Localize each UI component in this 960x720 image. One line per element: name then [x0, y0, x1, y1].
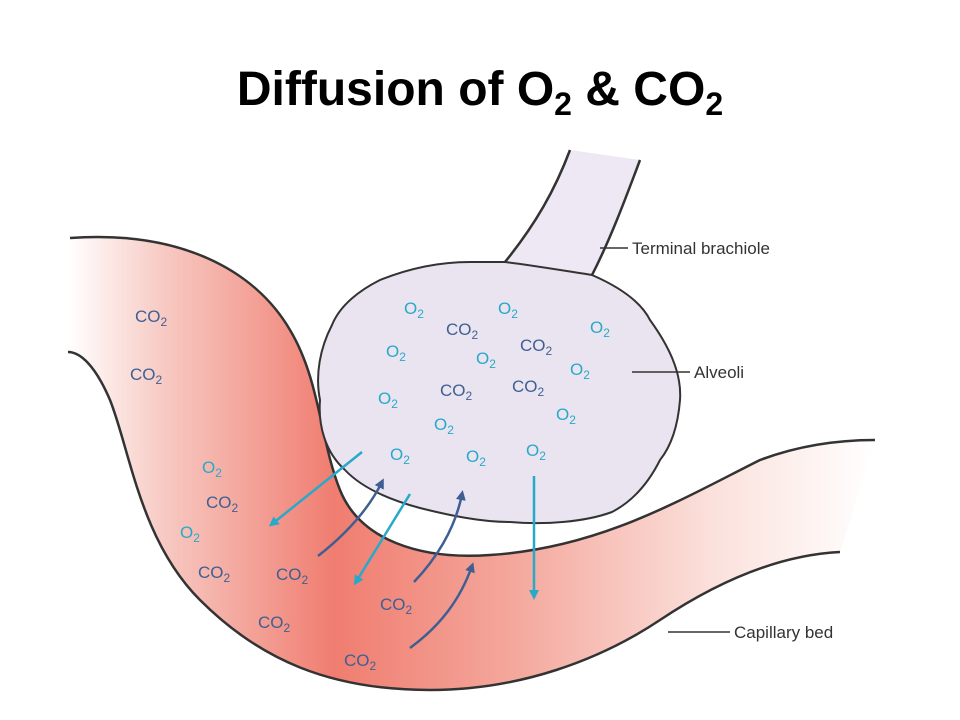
- co2-molecule-25: CO2: [258, 613, 291, 635]
- alveoli-label: Alveoli: [694, 363, 744, 382]
- o2-molecule-15: O2: [434, 415, 454, 437]
- alveolus: [317, 261, 682, 525]
- co2-arrow-1: [317, 478, 384, 557]
- o2-molecule-7: O2: [386, 342, 406, 364]
- capillary-bed-label: Capillary bed: [734, 623, 833, 642]
- bronchiole-left-edge: [504, 149, 572, 263]
- co2-molecule-5: CO2: [446, 320, 479, 342]
- co2-arrow-3: [409, 562, 475, 650]
- o2-molecule-6: O2: [590, 318, 610, 340]
- title-sub-2: 2: [705, 86, 724, 122]
- o2-molecule-14: O2: [556, 405, 576, 427]
- co2-molecule-9: CO2: [520, 336, 553, 358]
- capillary-bed: [68, 236, 875, 691]
- co2-molecule-22: CO2: [198, 563, 231, 585]
- o2-molecule-17: O2: [466, 447, 486, 469]
- o2-molecule-16: O2: [390, 445, 410, 467]
- o2-molecule-4: O2: [498, 299, 518, 321]
- o2-molecule-18: O2: [526, 441, 546, 463]
- o2-arrow-1: [268, 451, 363, 527]
- title-mid: & CO: [571, 63, 706, 116]
- co2-molecule-23: CO2: [276, 565, 309, 587]
- terminal-brachiole-label: Terminal brachiole: [632, 239, 770, 258]
- o2-molecule-13: O2: [378, 389, 398, 411]
- title-sub-1: 2: [554, 86, 572, 122]
- capillary-bottom-edge: [67, 350, 841, 692]
- co2-molecule-20: CO2: [206, 493, 239, 515]
- co2-arrow-2: [413, 490, 466, 583]
- terminal-bronchiole-tube: [470, 150, 640, 290]
- co2-molecule-26: CO2: [344, 651, 377, 673]
- co2-molecule-24: CO2: [380, 595, 413, 617]
- o2-arrow-2: [353, 493, 412, 586]
- o2-molecule-8: O2: [476, 349, 496, 371]
- o2-molecule-3: O2: [404, 299, 424, 321]
- co2-molecule-1: CO2: [135, 307, 168, 329]
- co2-molecule-12: CO2: [512, 377, 545, 399]
- o2-molecule-19: O2: [202, 458, 222, 480]
- page-title: Diffusion of O2 & CO2: [0, 62, 960, 123]
- o2-molecule-21: O2: [180, 523, 200, 545]
- co2-molecule-11: CO2: [440, 381, 473, 403]
- o2-molecule-10: O2: [570, 360, 590, 382]
- bronchiole-right-edge: [590, 159, 642, 276]
- co2-molecule-2: CO2: [130, 365, 163, 387]
- title-main: Diffusion of O: [236, 63, 555, 116]
- capillary-top-edge: [69, 235, 876, 557]
